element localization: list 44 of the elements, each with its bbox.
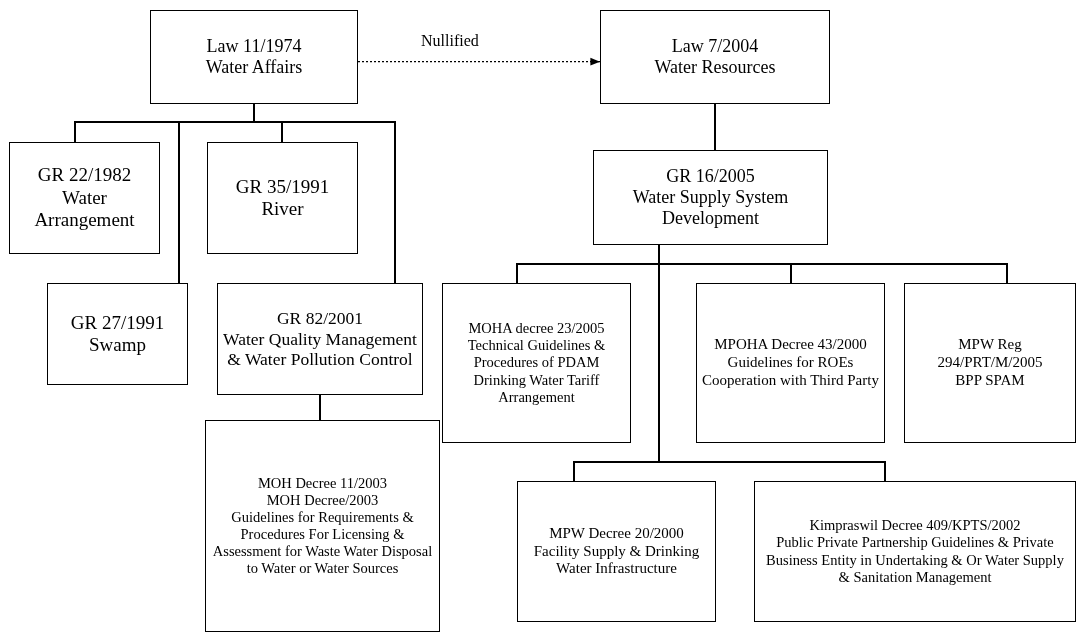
document-text: Water Supply System Development: [631, 186, 790, 230]
document-title: GR 82/2001: [276, 308, 364, 329]
document-box: [205, 420, 440, 632]
document-box: [47, 283, 188, 385]
document-title: MPOHA Decree 43/2000: [714, 336, 867, 355]
document-title: Law 11/1974: [206, 35, 302, 57]
document-title: MPW Decree 20/2000: [549, 524, 684, 543]
document-box: [9, 142, 160, 254]
document-title: GR 27/1991: [70, 311, 165, 334]
document-text: Water Quality Management & Water Pollution Control: [222, 328, 418, 370]
document-box: [442, 283, 631, 443]
document-box: [600, 10, 830, 104]
document-text: Swamp: [89, 334, 146, 357]
document-text: Guidelines for Requirements & Procedures For Licensing & Assessment for Waste Water Disposal to Water or Water Sources: [211, 508, 434, 578]
document-text: BPP SPAM: [955, 371, 1025, 390]
document-title: GR 16/2005: [666, 165, 755, 187]
document-text: Water Affairs: [205, 57, 303, 79]
document-title: GR 22/1982: [37, 164, 132, 187]
document-box: [207, 142, 358, 254]
document-title: MOH Decree 11/2003: [257, 474, 388, 492]
document-box: [904, 283, 1076, 443]
document-box: [517, 481, 716, 622]
connector-line: [714, 103, 716, 151]
document-title: MPW Reg 294/PRT/M/2005: [936, 336, 1044, 372]
document-text: MOH Decree/2003: [266, 491, 379, 509]
document-text: River: [261, 198, 304, 221]
document-text: Facility Supply & Drinking Water Infrastructure: [532, 542, 701, 579]
document-title: MOHA decree 23/2005: [468, 320, 605, 338]
document-text: Guidelines for ROEs Cooperation with Third Party: [701, 354, 880, 390]
document-text: Public Private Partnership Guidelines & Private Business Entity in Undertaking & Or Water Supply & Sanitation Management: [765, 534, 1065, 586]
document-title: Kimpraswil Decree 409/KPTS/2002: [809, 517, 1021, 535]
document-box: [593, 150, 828, 245]
document-box: [150, 10, 358, 104]
connector-line: [253, 103, 396, 284]
document-title: GR 35/1991: [235, 175, 330, 198]
document-title: Law 7/2004: [671, 35, 759, 57]
document-box: [696, 283, 885, 443]
document-box: [217, 283, 423, 395]
document-text: Technical Guidelines & Procedures of PDAM Drinking Water Tariff Arrangement: [466, 337, 607, 406]
connector-line: [319, 394, 321, 421]
document-text: Water Resources: [654, 57, 776, 79]
dotted-arrow: [357, 57, 601, 66]
document-text: Water Arrangement: [33, 186, 136, 232]
document-box: [754, 481, 1076, 622]
